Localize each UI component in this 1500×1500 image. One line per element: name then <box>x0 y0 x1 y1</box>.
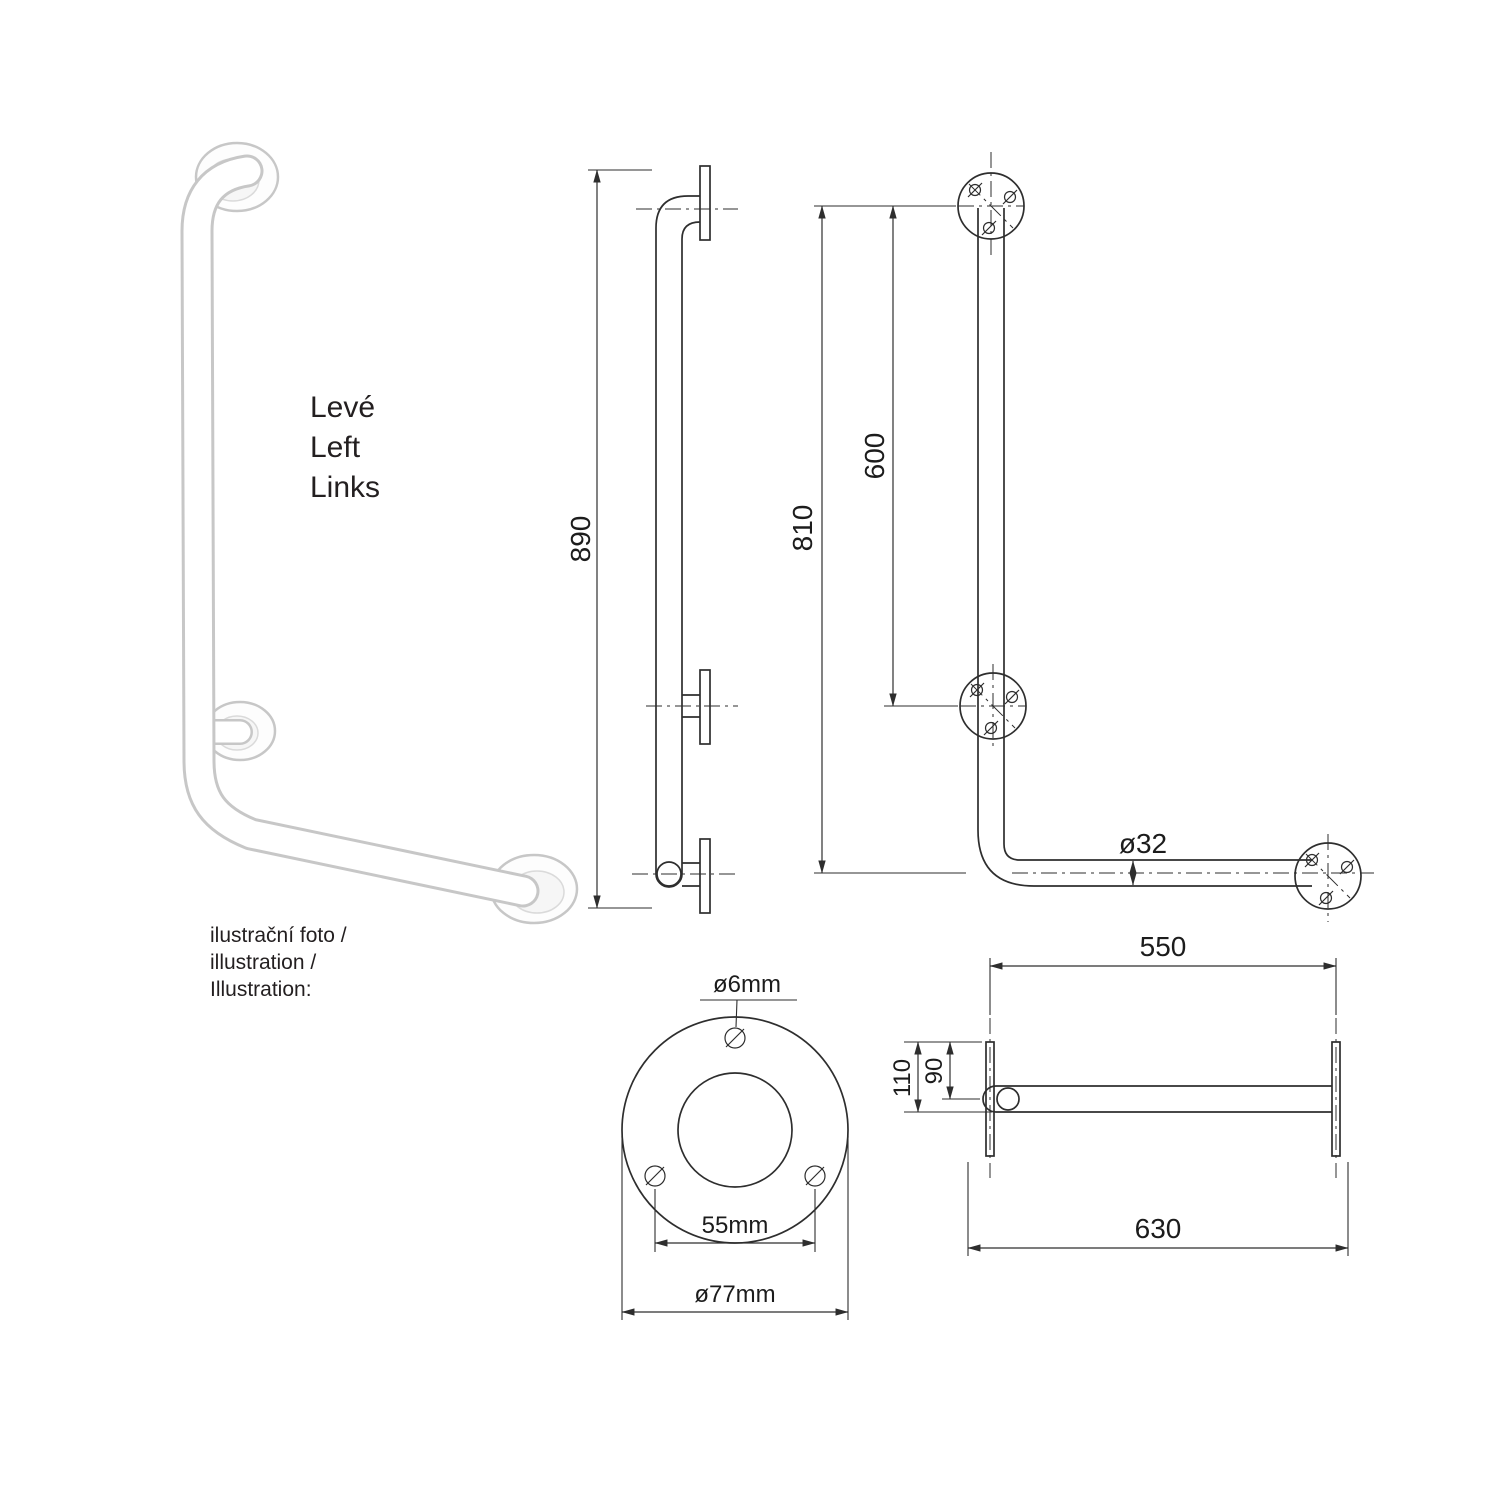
dim-top-overall-length: 630 <box>1135 1213 1182 1244</box>
side-middle-plate <box>699 669 711 745</box>
side-top-plate <box>699 165 711 241</box>
photo-caption-line-2: illustration / <box>210 951 316 974</box>
side-flange-centerlines <box>632 208 738 875</box>
front-view: 810 600 ø32 <box>787 152 1374 922</box>
front-dimension-tube-diameter: ø32 <box>1119 828 1167 886</box>
top-view: 550 110 90 630 <box>889 931 1349 1256</box>
side-bottom-stub <box>682 862 700 887</box>
top-tube-end-bend <box>996 1087 1020 1111</box>
dim-bolt-circle: 55mm <box>702 1212 769 1239</box>
flange-screw-holes <box>644 1027 826 1187</box>
front-middle-flange <box>959 664 1027 748</box>
product-photo <box>180 141 579 925</box>
front-right-flange <box>1294 834 1362 922</box>
flange-tube-hole <box>677 1072 793 1188</box>
top-dimension-550: 550 <box>989 931 1337 1015</box>
top-plate-centerlines <box>989 1018 1337 1178</box>
front-dimension-600: 600 <box>859 205 958 707</box>
dim-wall-offset-center: 90 <box>921 1058 948 1085</box>
flange-dimension-bolt-circle: 55mm <box>654 1189 816 1252</box>
dim-front-flange-spacing: 600 <box>859 433 890 480</box>
photo-caption-line-3: Illustration: <box>210 978 312 1001</box>
top-dimension-110: 110 <box>889 1041 992 1113</box>
orientation-label-czech: Levé <box>310 391 375 424</box>
side-tube-outline <box>655 195 701 888</box>
dim-screw-hole-diameter: ø6mm <box>713 971 781 998</box>
top-dimension-90: 90 <box>921 1041 980 1100</box>
side-bottom-plate <box>699 838 711 914</box>
side-view: 890 <box>565 165 738 914</box>
dim-wall-offset-outer: 110 <box>889 1059 916 1097</box>
dim-tube-diameter: ø32 <box>1119 828 1167 859</box>
orientation-label-german: Links <box>310 471 380 504</box>
dim-top-flange-spacing: 550 <box>1140 931 1187 962</box>
front-top-flange <box>957 172 1025 240</box>
side-middle-stub <box>682 694 700 718</box>
dim-side-height: 890 <box>565 516 596 563</box>
dim-flange-outer-diameter: ø77mm <box>694 1281 775 1308</box>
top-tube-outline <box>982 1085 1332 1113</box>
front-tube-outline <box>977 208 1312 887</box>
flange-dimension-screw-hole: ø6mm <box>700 971 797 1028</box>
front-dimension-810: 810 <box>787 205 966 874</box>
photo-middle-flange <box>193 700 277 762</box>
flange-outer-circle <box>621 1016 849 1244</box>
photo-caption-line-1: ilustrační foto / <box>210 924 347 947</box>
photo-tube <box>180 154 540 908</box>
top-dimension-630: 630 <box>967 1162 1349 1256</box>
dim-front-overall-height: 810 <box>787 505 818 552</box>
screw-slots <box>645 1028 825 1186</box>
flange-detail-view: ø6mm 55mm ø77mm <box>621 971 849 1320</box>
side-tube-end-bend <box>656 861 682 887</box>
flange-dimension-outer-diameter: ø77mm <box>621 1136 849 1320</box>
side-dimension-890: 890 <box>565 169 652 909</box>
orientation-label-english: Left <box>310 431 361 464</box>
